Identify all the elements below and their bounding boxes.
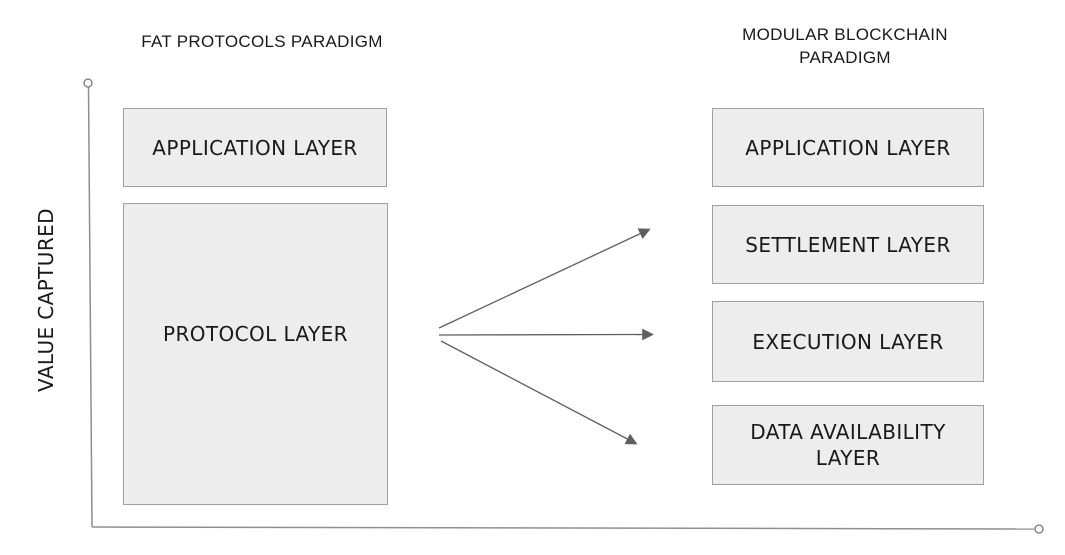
arrow-to-data-availability-layer xyxy=(440,340,638,445)
y-axis-line xyxy=(87,86,93,528)
left-panel-title: FAT PROTOCOLS PARADIGM xyxy=(141,32,383,51)
right-panel-title: MODULAR BLOCKCHAIN PARADIGM xyxy=(742,25,948,67)
modular-execution-layer-label: EXECUTION LAYER xyxy=(752,329,944,354)
modular-execution-layer-box: EXECUTION LAYER xyxy=(712,301,984,382)
modular-settlement-layer-box: SETTLEMENT LAYER xyxy=(712,205,984,284)
fat-protocol-layer-box: PROTOCOL LAYER xyxy=(123,203,388,505)
modular-settlement-layer-label: SETTLEMENT LAYER xyxy=(745,232,951,257)
x-axis-end-marker xyxy=(1034,524,1044,534)
y-axis-end-marker xyxy=(83,78,93,88)
arrow-to-execution-layer xyxy=(438,328,654,341)
y-axis-label: VALUE CAPTURED xyxy=(34,208,58,392)
fat-protocol-layer-label: PROTOCOL LAYER xyxy=(163,322,348,346)
modular-application-layer-label: APPLICATION LAYER xyxy=(745,135,951,160)
x-axis-line xyxy=(91,526,1035,530)
fat-application-layer-box: APPLICATION LAYER xyxy=(123,108,387,187)
modular-application-layer-box: APPLICATION LAYER xyxy=(712,108,984,187)
fat-application-layer-label: APPLICATION LAYER xyxy=(152,135,358,160)
modular-data-availability-layer-label: DATA AVAILABILITY LAYER xyxy=(750,420,946,470)
modular-data-availability-layer-box: DATA AVAILABILITY LAYER xyxy=(712,405,984,485)
arrow-to-settlement-layer xyxy=(438,228,651,329)
